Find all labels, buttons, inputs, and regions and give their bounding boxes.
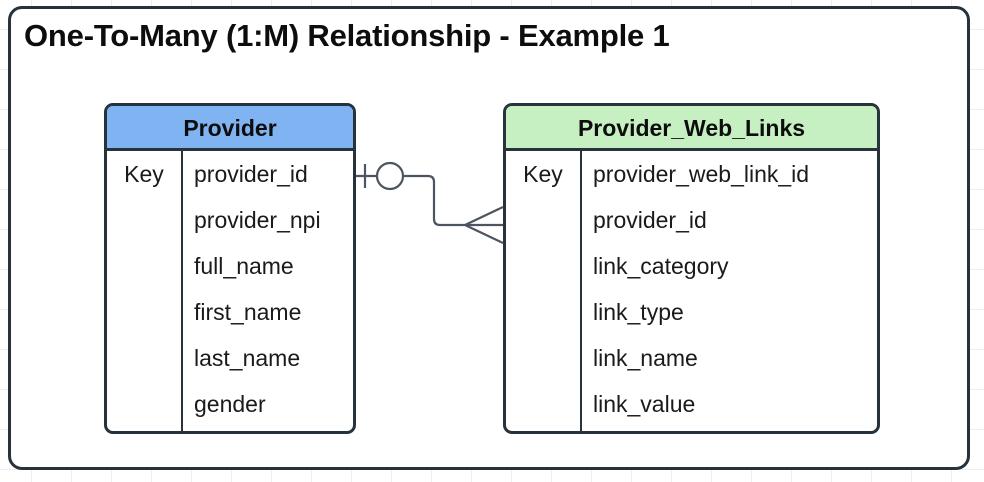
attribute-column-provider: provider_id provider_npi full_name first… (183, 151, 353, 431)
table-row[interactable]: link_category (593, 253, 729, 279)
table-row[interactable]: link_name (593, 345, 698, 371)
crows-foot-many-icon (464, 206, 504, 244)
entity-table-provider[interactable]: Provider Key provider_id provider_npi fu… (104, 103, 356, 434)
table-row[interactable]: provider_id (593, 207, 707, 233)
table-row[interactable]: last_name (194, 345, 301, 371)
page-title: One-To-Many (1:M) Relationship - Example… (24, 18, 670, 53)
table-row[interactable]: provider_web_link_id (593, 161, 810, 187)
entity-header-provider-web-links: Provider_Web_Links (506, 106, 877, 151)
key-column-label: Key (523, 161, 563, 187)
key-column-provider-web-links: Key (506, 151, 582, 431)
key-column-provider: Key (107, 151, 183, 431)
table-row[interactable]: link_type (593, 299, 684, 325)
table-row[interactable]: provider_id (194, 161, 308, 187)
table-row[interactable]: link_value (593, 391, 696, 417)
table-row[interactable]: provider_npi (194, 207, 321, 233)
entity-table-provider-web-links[interactable]: Provider_Web_Links Key provider_web_link… (503, 103, 880, 434)
entity-body-provider: Key provider_id provider_npi full_name f… (107, 151, 353, 431)
table-row[interactable]: full_name (194, 253, 294, 279)
key-column-label: Key (124, 161, 164, 187)
table-row[interactable]: first_name (194, 299, 302, 325)
zero-circle-icon (375, 161, 405, 191)
connector-line (356, 174, 503, 227)
table-row[interactable]: gender (194, 391, 266, 417)
attribute-column-provider-web-links: provider_web_link_id provider_id link_ca… (582, 151, 877, 431)
relationship-connector-one-to-many[interactable] (340, 150, 520, 250)
entity-body-provider-web-links: Key provider_web_link_id provider_id lin… (506, 151, 877, 431)
entity-header-provider: Provider (107, 106, 353, 151)
